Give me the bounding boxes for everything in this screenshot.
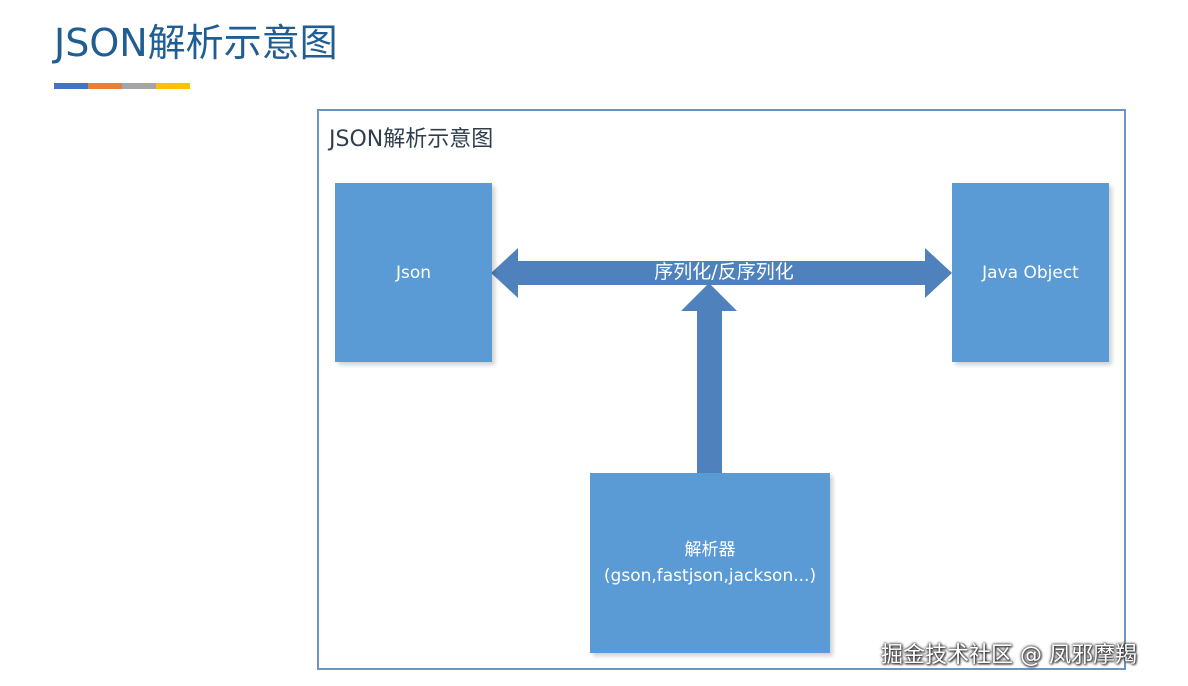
title-accent-bar: [54, 83, 190, 89]
java-object-box: Java Object: [952, 183, 1109, 362]
parser-box-label: 解析器: [684, 540, 736, 560]
accent-segment-gray: [122, 83, 156, 89]
java-object-box-label: Java Object: [982, 262, 1079, 283]
parser-box: 解析器 (gson,fastjson,jackson...): [590, 473, 830, 653]
json-box: Json: [335, 183, 492, 362]
diagram-title: JSON解析示意图: [329, 127, 494, 152]
accent-segment-orange: [88, 83, 122, 89]
up-arrow: [681, 283, 737, 473]
arrow-label-serialization: 序列化/反序列化: [654, 261, 794, 283]
accent-segment-yellow: [156, 83, 190, 89]
parser-box-sublabel: (gson,fastjson,jackson...): [603, 566, 817, 586]
page-title: JSON解析示意图: [54, 21, 338, 65]
watermark-text: 掘金技术社区 @ 凤邪摩羯: [881, 643, 1137, 668]
accent-segment-blue: [54, 83, 88, 89]
json-box-label: Json: [395, 262, 432, 283]
bidirectional-arrow: [491, 248, 952, 298]
